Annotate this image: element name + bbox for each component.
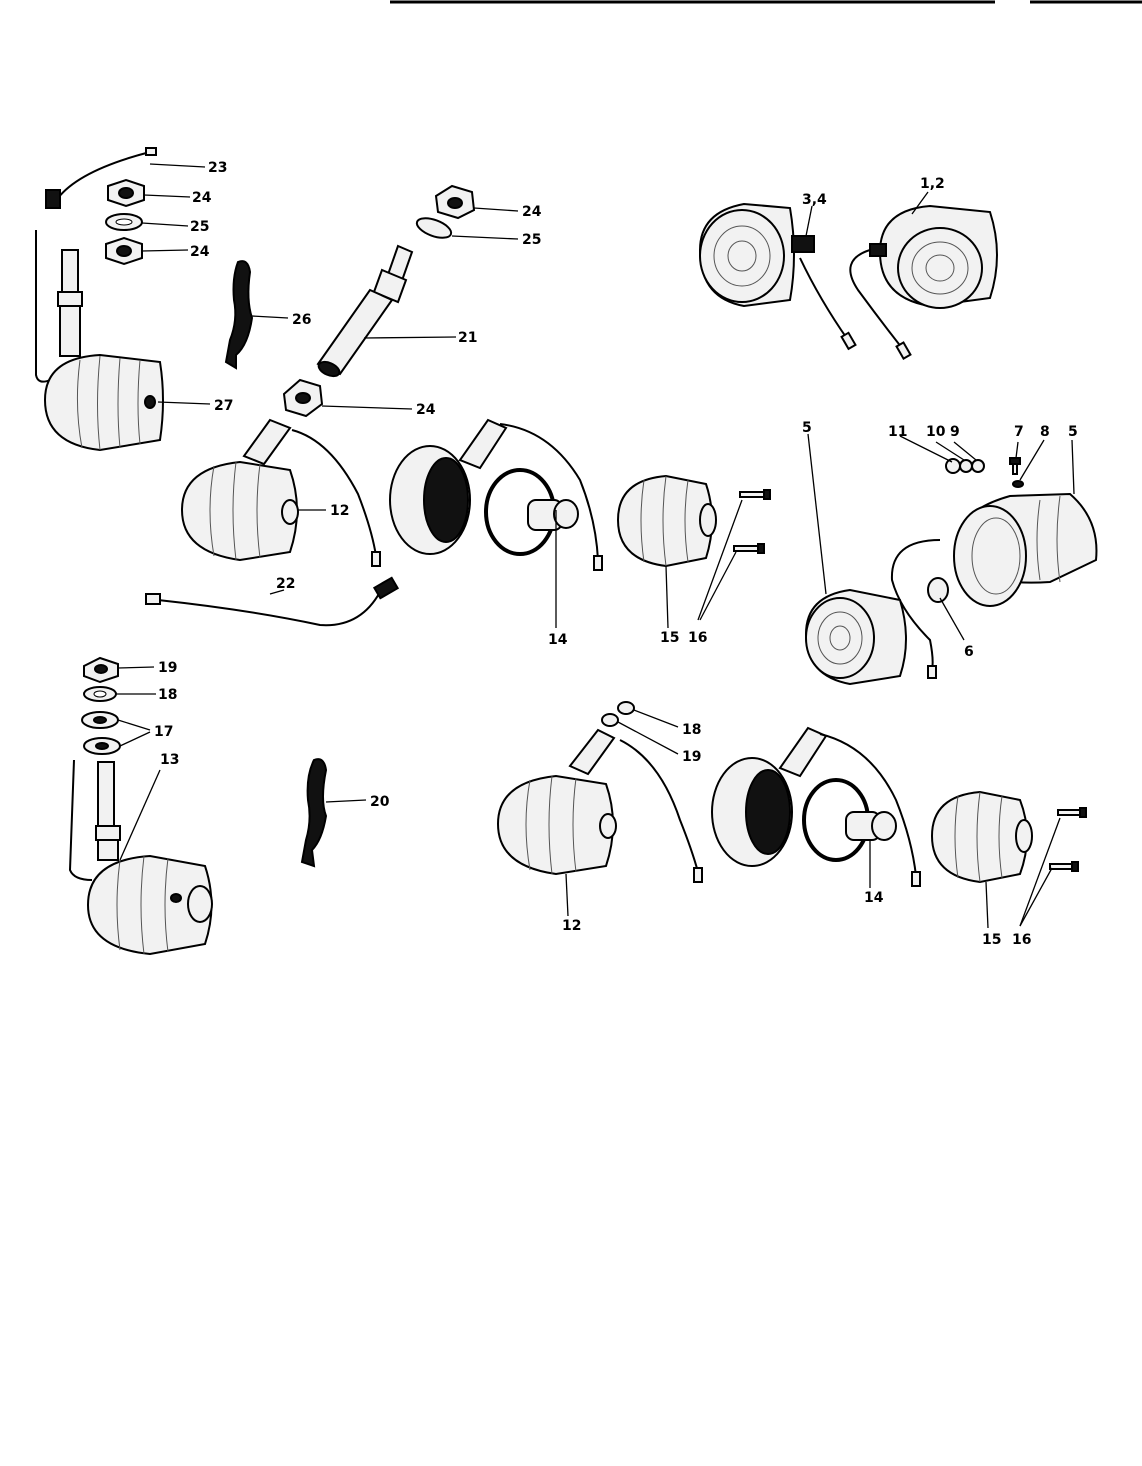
callout-16: 16 bbox=[1012, 932, 1031, 948]
lens-15-lower bbox=[930, 790, 1033, 884]
callout-14: 14 bbox=[548, 632, 568, 648]
callout-24: 24 bbox=[192, 190, 212, 206]
washer-8 bbox=[1012, 480, 1024, 488]
housing-lower bbox=[711, 726, 921, 887]
lamp-12-lower bbox=[496, 728, 703, 883]
callout-19: 19 bbox=[158, 660, 177, 676]
housing-upper bbox=[389, 418, 603, 571]
stem-21 bbox=[316, 244, 414, 378]
washer-18-left bbox=[83, 686, 117, 702]
callout-11: 11 bbox=[888, 424, 907, 440]
callout-20: 20 bbox=[370, 794, 390, 810]
callout-24: 24 bbox=[522, 204, 542, 220]
wire-23 bbox=[45, 147, 157, 209]
washer-25-upper-a bbox=[105, 213, 143, 231]
callout-labels: 23 24 25 24 26 27 24 25 21 24 3,4 1,2 12… bbox=[154, 160, 1078, 948]
nut-19-left bbox=[83, 656, 119, 684]
leader-lines bbox=[116, 163, 1075, 929]
callout-19: 19 bbox=[682, 749, 701, 765]
bulb-6 bbox=[927, 577, 949, 603]
callout-25: 25 bbox=[522, 232, 541, 248]
callout-22: 22 bbox=[276, 576, 295, 592]
lens-15-upper bbox=[616, 474, 717, 568]
washers-18-19-lower bbox=[601, 701, 635, 727]
callout-6: 6 bbox=[964, 644, 974, 660]
callout-21: 21 bbox=[458, 330, 477, 346]
callout-1-2: 1,2 bbox=[920, 176, 945, 192]
screw-7 bbox=[1009, 457, 1021, 475]
callout-18: 18 bbox=[682, 722, 701, 738]
callout-25: 25 bbox=[190, 219, 209, 235]
lamp-3-4 bbox=[698, 202, 857, 351]
lamp-13 bbox=[68, 759, 213, 956]
callout-18: 18 bbox=[158, 687, 177, 703]
callout-14: 14 bbox=[864, 890, 884, 906]
washer-25-center bbox=[415, 217, 453, 239]
callout-24: 24 bbox=[416, 402, 436, 418]
callout-17: 17 bbox=[154, 724, 173, 740]
grip-26 bbox=[224, 260, 254, 370]
callout-12: 12 bbox=[330, 503, 349, 519]
callout-16: 16 bbox=[688, 630, 707, 646]
small-parts-9-11 bbox=[945, 458, 985, 474]
wire-22 bbox=[145, 576, 400, 627]
nut-24-lower-center bbox=[282, 378, 324, 418]
nut-24-upper-a bbox=[107, 178, 145, 208]
callout-9: 9 bbox=[950, 424, 960, 440]
callout-12: 12 bbox=[562, 918, 581, 934]
lens-5 bbox=[804, 588, 907, 686]
callout-27: 27 bbox=[214, 398, 233, 414]
washers-17-left bbox=[81, 711, 121, 755]
callout-15: 15 bbox=[660, 630, 679, 646]
callout-7: 7 bbox=[1014, 424, 1024, 440]
bulb-14-upper bbox=[527, 499, 579, 531]
callout-3-4: 3,4 bbox=[802, 192, 827, 208]
nut-24-top-center bbox=[434, 184, 476, 220]
screws-16-lower bbox=[1049, 807, 1087, 872]
callout-26: 26 bbox=[292, 312, 311, 328]
callout-23: 23 bbox=[208, 160, 227, 176]
callout-5: 5 bbox=[802, 420, 812, 436]
callout-8: 8 bbox=[1040, 424, 1050, 440]
lamp-5-housing bbox=[890, 492, 1098, 679]
callout-13: 13 bbox=[160, 752, 179, 768]
screws-16-upper bbox=[733, 489, 771, 554]
grip-20 bbox=[300, 758, 328, 868]
callout-10: 10 bbox=[926, 424, 946, 440]
lamp-27 bbox=[35, 230, 164, 452]
nut-24-upper-b bbox=[105, 236, 143, 266]
lamp-1-2 bbox=[849, 204, 998, 361]
lamp-12-upper bbox=[180, 418, 381, 567]
bulb-14-lower bbox=[845, 811, 897, 841]
callout-5: 5 bbox=[1068, 424, 1078, 440]
callout-15: 15 bbox=[982, 932, 1001, 948]
callout-24: 24 bbox=[190, 244, 210, 260]
